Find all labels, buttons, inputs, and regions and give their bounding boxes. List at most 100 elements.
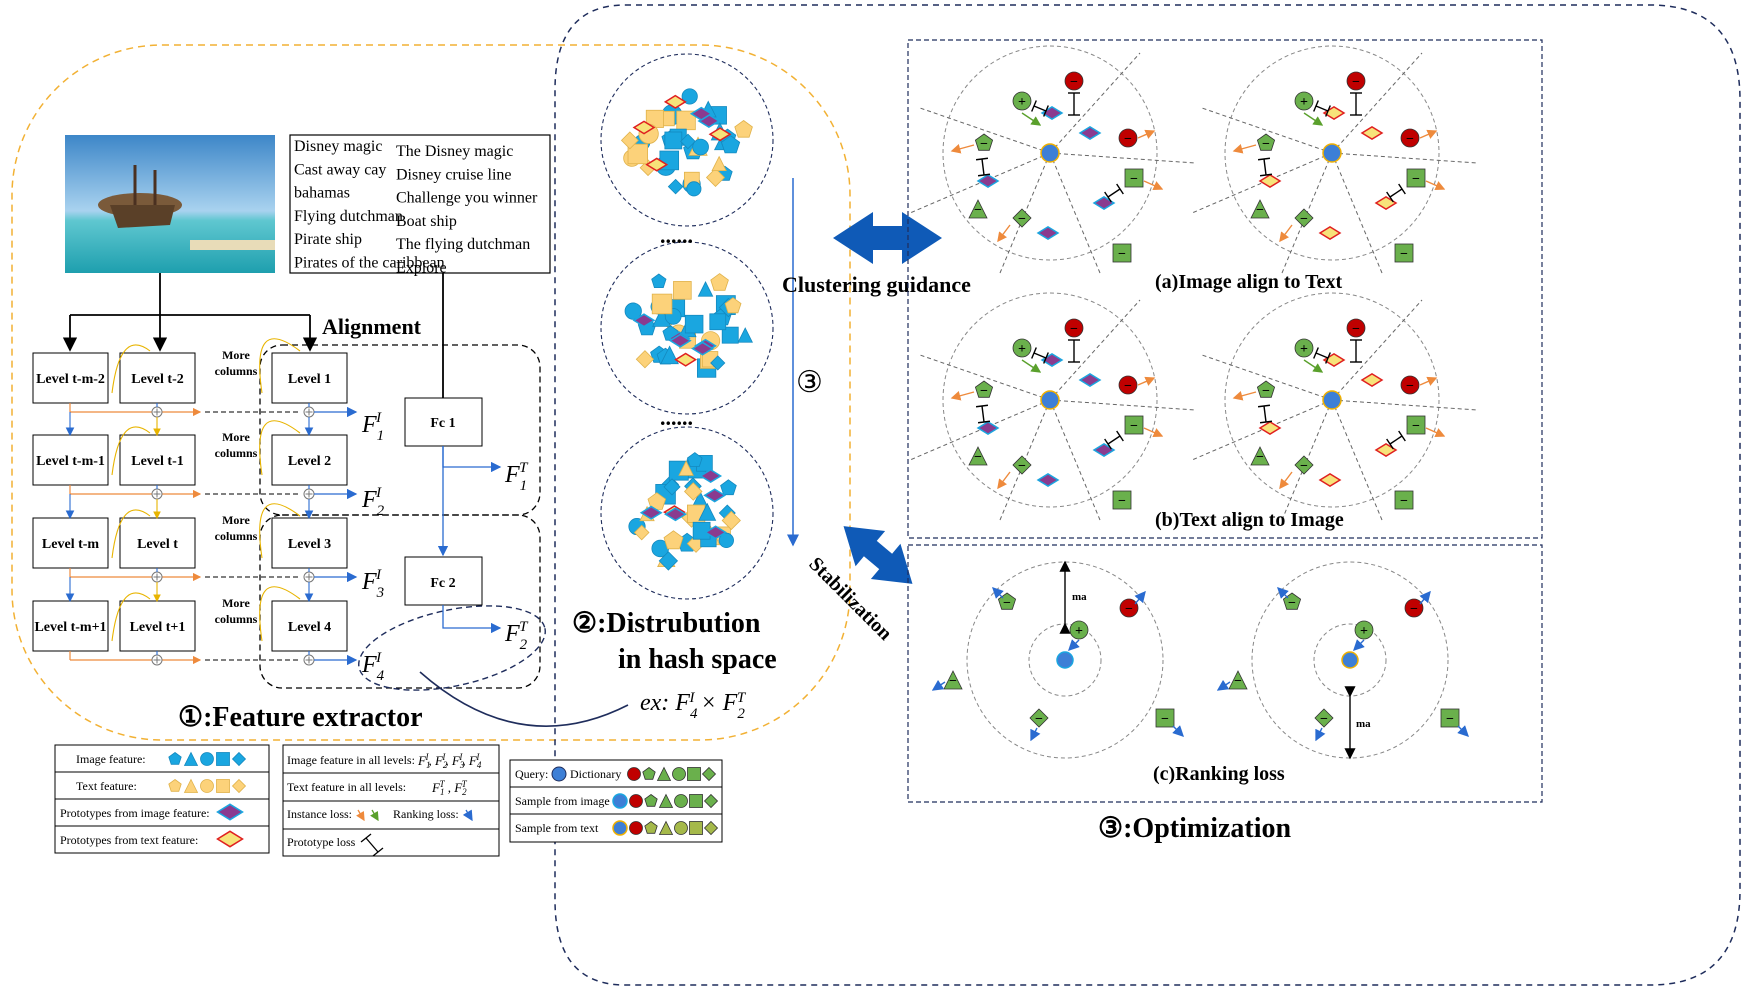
query-point	[1040, 143, 1060, 163]
fc1-label: Fc 1	[430, 416, 455, 431]
sample-marker	[1294, 455, 1314, 475]
legend-proto-text: Prototypes from text feature:	[60, 833, 198, 847]
ma-label-1: ma	[1072, 591, 1087, 603]
sample-marker	[1124, 415, 1144, 435]
loss-arrow	[1232, 391, 1257, 401]
prototype-marker	[1078, 372, 1102, 388]
feature-point	[635, 350, 655, 369]
level-box	[271, 600, 348, 652]
sample-sign: −	[1118, 247, 1126, 262]
sample-marker	[1155, 708, 1175, 728]
partition-line	[919, 107, 1051, 154]
panel-b-label: (b)Text align to Image	[1155, 509, 1344, 531]
sample-marker	[1012, 455, 1032, 475]
feature-point	[667, 178, 684, 195]
sample-sign: −	[980, 137, 988, 152]
feature-point	[686, 452, 703, 467]
optimization-title: ③:Optimization	[1098, 813, 1292, 844]
level-label: Level t+1	[130, 620, 186, 635]
legend-sample-text-shape	[629, 821, 643, 835]
prototype-marker	[1092, 195, 1116, 211]
level-label: Level 1	[288, 372, 331, 387]
sample-marker	[1400, 375, 1420, 395]
sample-sign: −	[1406, 379, 1414, 394]
fc2-label: Fc 2	[430, 576, 455, 591]
level-label: Level t-1	[131, 454, 183, 469]
feature-point	[686, 181, 702, 197]
loss-arrow	[1425, 427, 1446, 438]
sample-marker	[1346, 71, 1366, 91]
ranking-outer-circle	[1251, 561, 1449, 759]
legend-image-all: Image feature in all levels:	[287, 753, 415, 767]
legend-losses	[282, 744, 500, 857]
more-columns-label: More	[222, 348, 250, 362]
prototype-marker	[1318, 472, 1342, 488]
feature-point	[684, 314, 704, 334]
legend-image-shape	[183, 751, 199, 766]
partition-line	[909, 152, 1051, 214]
sample-sign: +	[1018, 342, 1026, 357]
sample-marker	[1404, 598, 1424, 618]
prototype-marker	[1036, 225, 1060, 241]
feature-point	[710, 273, 729, 291]
prototype-marker	[645, 157, 669, 172]
sample-marker	[1012, 208, 1032, 228]
sample-sign: −	[980, 384, 988, 399]
loss-arrow	[1419, 376, 1438, 386]
sample-marker	[1112, 243, 1132, 263]
prototype-marker	[674, 352, 698, 367]
prototype-marker	[1258, 173, 1282, 189]
sample-sign: −	[1234, 674, 1242, 689]
feature-point	[698, 502, 717, 521]
sample-marker	[1250, 199, 1270, 219]
prototype-marker	[976, 420, 1000, 436]
legend-image-shape	[168, 752, 182, 765]
sample-marker	[1346, 318, 1366, 338]
sample-marker	[1294, 208, 1314, 228]
level-box	[32, 517, 109, 569]
level-box	[271, 517, 348, 569]
legend-dictionary-shape	[701, 766, 717, 782]
more-columns-label: columns	[215, 446, 258, 460]
feature-point	[651, 293, 673, 315]
sample-marker	[1012, 338, 1032, 358]
fc1-box	[404, 397, 483, 447]
sample-sign: −	[949, 674, 957, 689]
text-tag: The Disney magic	[396, 143, 513, 160]
legend-prototype-loss: Prototype loss	[287, 835, 356, 849]
legend-sample-text-shape	[644, 821, 658, 834]
sample-sign: +	[1300, 342, 1308, 357]
feature-point	[721, 510, 741, 531]
prototype-marker	[1078, 125, 1102, 141]
sample-marker	[968, 199, 988, 219]
legend-text-shape	[231, 778, 247, 794]
legend-ranking-loss: Ranking loss:	[393, 807, 459, 821]
text-tag: Challenge you winner	[396, 190, 538, 207]
sample-marker	[1029, 708, 1049, 728]
loss-arrow	[950, 391, 975, 401]
sample-sign: −	[1300, 459, 1308, 474]
loss-arrow	[1232, 144, 1257, 154]
sample-marker	[1314, 708, 1334, 728]
sample-sign: +	[1075, 624, 1083, 639]
legend-text-shape	[183, 778, 199, 793]
prototype-marker	[639, 505, 663, 520]
loss-arrow	[950, 144, 975, 154]
feature-point	[680, 133, 696, 150]
alignment-group-1	[259, 344, 541, 516]
prototype-loss-line	[1263, 405, 1267, 423]
sample-marker	[1394, 243, 1414, 263]
legend-sample-image-shape	[644, 794, 658, 807]
feature-label: F3I	[361, 567, 384, 601]
prototype-marker	[1360, 125, 1384, 141]
loss-arrow	[1279, 471, 1293, 490]
feature-label: F2T	[504, 619, 529, 653]
level-box	[119, 352, 196, 404]
level-label: Level 2	[288, 454, 331, 469]
align-circle	[1224, 292, 1440, 508]
loss-arrow	[1021, 112, 1042, 126]
feature-label: F4I	[361, 650, 385, 684]
legend-dictionary: Dictionary	[570, 767, 621, 781]
partition-line	[919, 354, 1051, 401]
sample-marker	[1256, 133, 1276, 151]
